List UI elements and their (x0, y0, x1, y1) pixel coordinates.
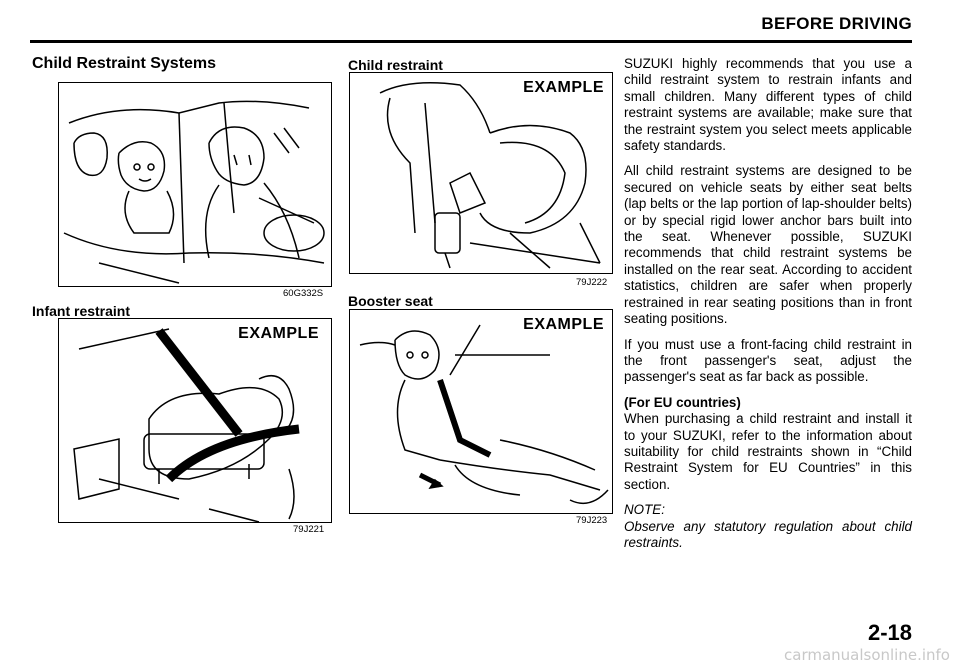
eu-heading: (For EU countries) (624, 394, 741, 410)
eu-text: When purchasing a child restraint and in… (624, 411, 912, 492)
example-label: EXAMPLE (523, 316, 604, 333)
paragraph-front-seat: If you must use a front-facing child res… (624, 336, 912, 385)
child-seat-drawing (379, 82, 601, 269)
page-number: 2-18 (867, 620, 912, 645)
child-restraint-illustration: EXAMPLE (349, 72, 613, 274)
note-block: NOTE: Observe any statutory regulation a… (624, 502, 912, 551)
note-label: NOTE: (624, 502, 665, 518)
family-car-illustration (58, 82, 332, 287)
section-title: Child Restraint Systems (32, 55, 217, 72)
booster-seat-drawing (359, 324, 609, 505)
watermark: carmanualsonline.info (784, 646, 950, 664)
infant-restraint-title: Infant restraint (32, 303, 131, 319)
family-car-drawing (63, 100, 325, 284)
booster-seat-title: Booster seat (348, 293, 433, 309)
example-label: EXAMPLE (523, 79, 604, 96)
figure-code: 79J221 (293, 524, 325, 535)
note-text: Observe any statutory regulation about c… (624, 518, 912, 550)
body-text-column: SUZUKI highly recommends that you use a … (624, 56, 912, 560)
paragraph-eu: (For EU countries) When purchasing a chi… (624, 395, 912, 493)
paragraph-installation: All child restraint systems are designed… (624, 163, 912, 327)
figure-code: 79J222 (576, 277, 608, 288)
paragraph-recommendation: SUZUKI highly recommends that you use a … (624, 56, 912, 154)
infant-seat-drawing (73, 328, 300, 522)
infant-restraint-illustration: EXAMPLE (58, 318, 332, 523)
example-label: EXAMPLE (238, 325, 319, 342)
header-rule (30, 40, 912, 43)
booster-seat-illustration: EXAMPLE (349, 309, 613, 514)
figure-code: 60G332S (283, 288, 324, 299)
page-header-title: BEFORE DRIVING (761, 14, 912, 33)
child-restraint-title: Child restraint (348, 57, 443, 73)
figure-code: 79J223 (576, 515, 608, 526)
